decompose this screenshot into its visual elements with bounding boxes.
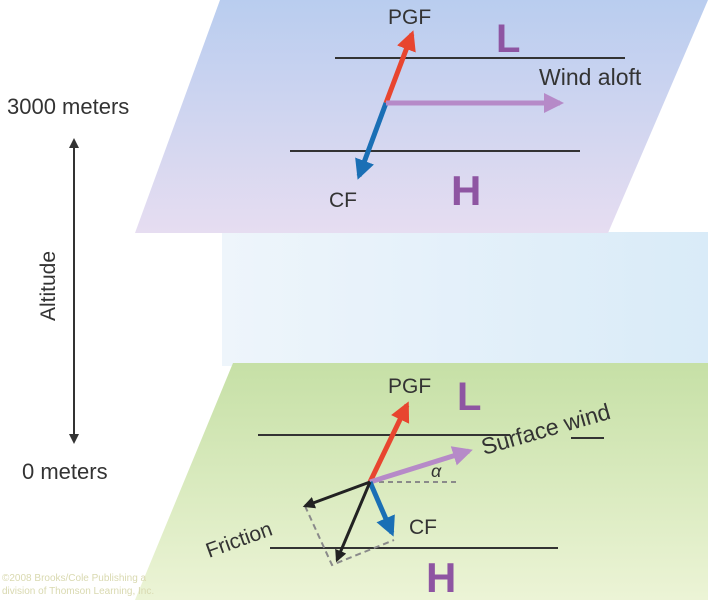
resultant-arrow [335, 481, 372, 563]
upper-low-pressure-label: L [496, 17, 520, 61]
altitude-3000-label: 3000 meters [7, 94, 129, 119]
upper-pgf-arrow [383, 30, 416, 104]
surface-plane [135, 363, 708, 600]
alpha-angle-label: α [431, 461, 442, 481]
credit-line-2: division of Thomson Learning, Inc. [2, 586, 154, 597]
credit-line-1: ©2008 Brooks/Cole Publishing a [2, 573, 147, 584]
surface-pgf-label: PGF [388, 375, 431, 398]
surface-cf-label: CF [409, 516, 437, 539]
friction-arrow [302, 480, 371, 509]
surface-low-pressure-label: L [457, 375, 481, 419]
upper-cf-arrow [355, 102, 389, 180]
upper-high-pressure-label: H [451, 167, 481, 214]
surface-wind-arrow [369, 446, 473, 485]
altitude-0-label: 0 meters [22, 459, 108, 484]
altitude-label-backdrop [32, 236, 66, 336]
surface-pgf-arrow [367, 401, 410, 484]
surface-cf-arrow [367, 481, 395, 537]
force-parallelogram [304, 505, 395, 567]
wind-aloft-label: Wind aloft [539, 64, 642, 90]
upper-level-plane [135, 0, 708, 233]
air-column [222, 232, 708, 366]
upper-pgf-label: PGF [388, 6, 431, 29]
upper-cf-label: CF [329, 189, 357, 212]
surface-high-pressure-label: H [426, 554, 456, 600]
altitude-axis-label: Altitude [37, 251, 60, 321]
